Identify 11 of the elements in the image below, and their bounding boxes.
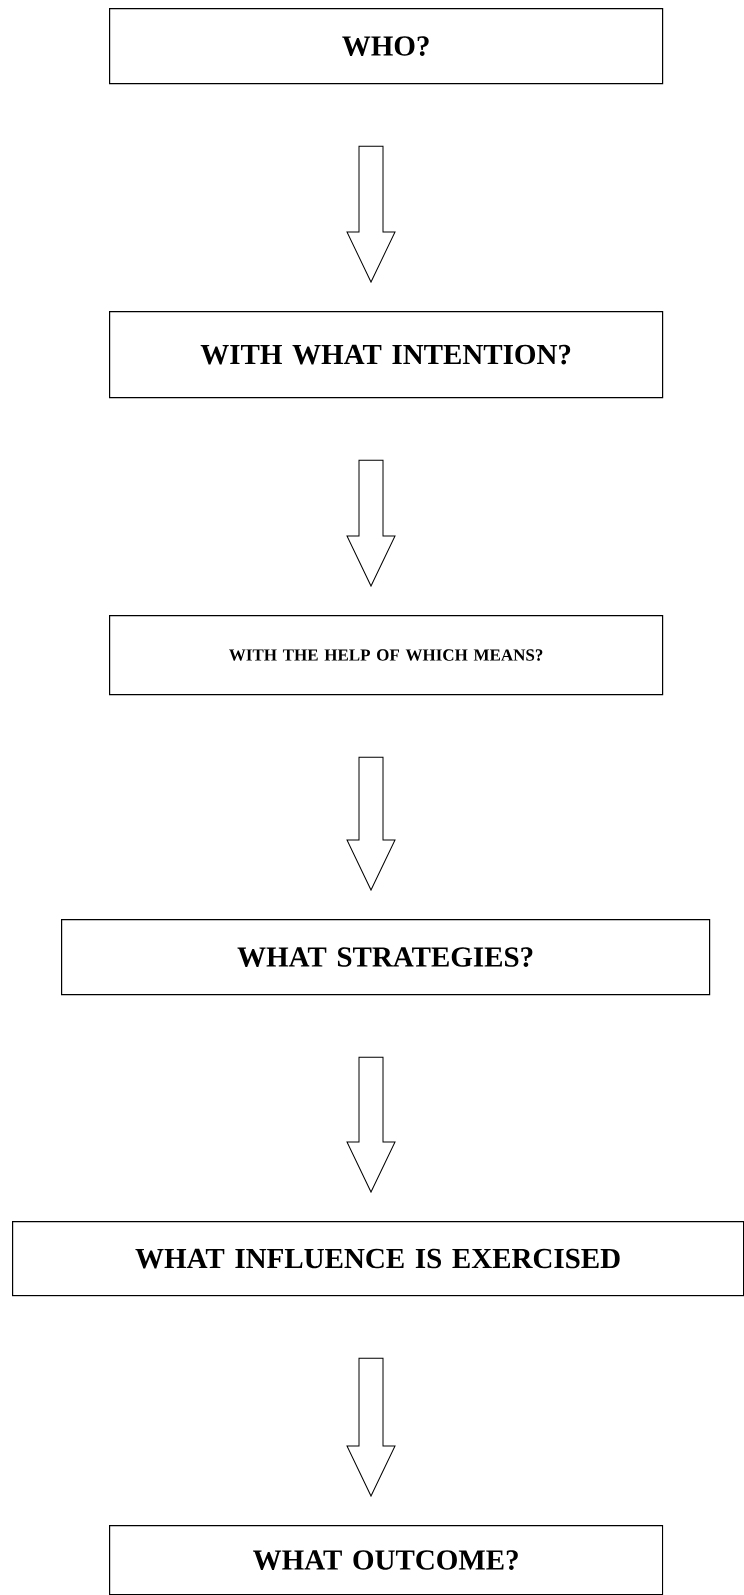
- question-box: WHAT OUTCOME?: [109, 1525, 664, 1595]
- block-arrow: [346, 459, 396, 587]
- question-box: WITH THE HELP OF WHICH MEANS?: [109, 615, 664, 696]
- question-box: WHAT STRATEGIES?: [61, 919, 711, 996]
- question-box: WHAT INFLUENCE IS EXERCISED: [12, 1221, 744, 1297]
- block-arrow: [346, 756, 396, 891]
- block-arrow: [346, 1357, 396, 1497]
- block-arrow: [346, 145, 396, 283]
- block-arrow: [346, 1056, 396, 1193]
- question-box: WITH WHAT INTENTION?: [109, 311, 664, 399]
- question-box: WHO?: [109, 8, 664, 85]
